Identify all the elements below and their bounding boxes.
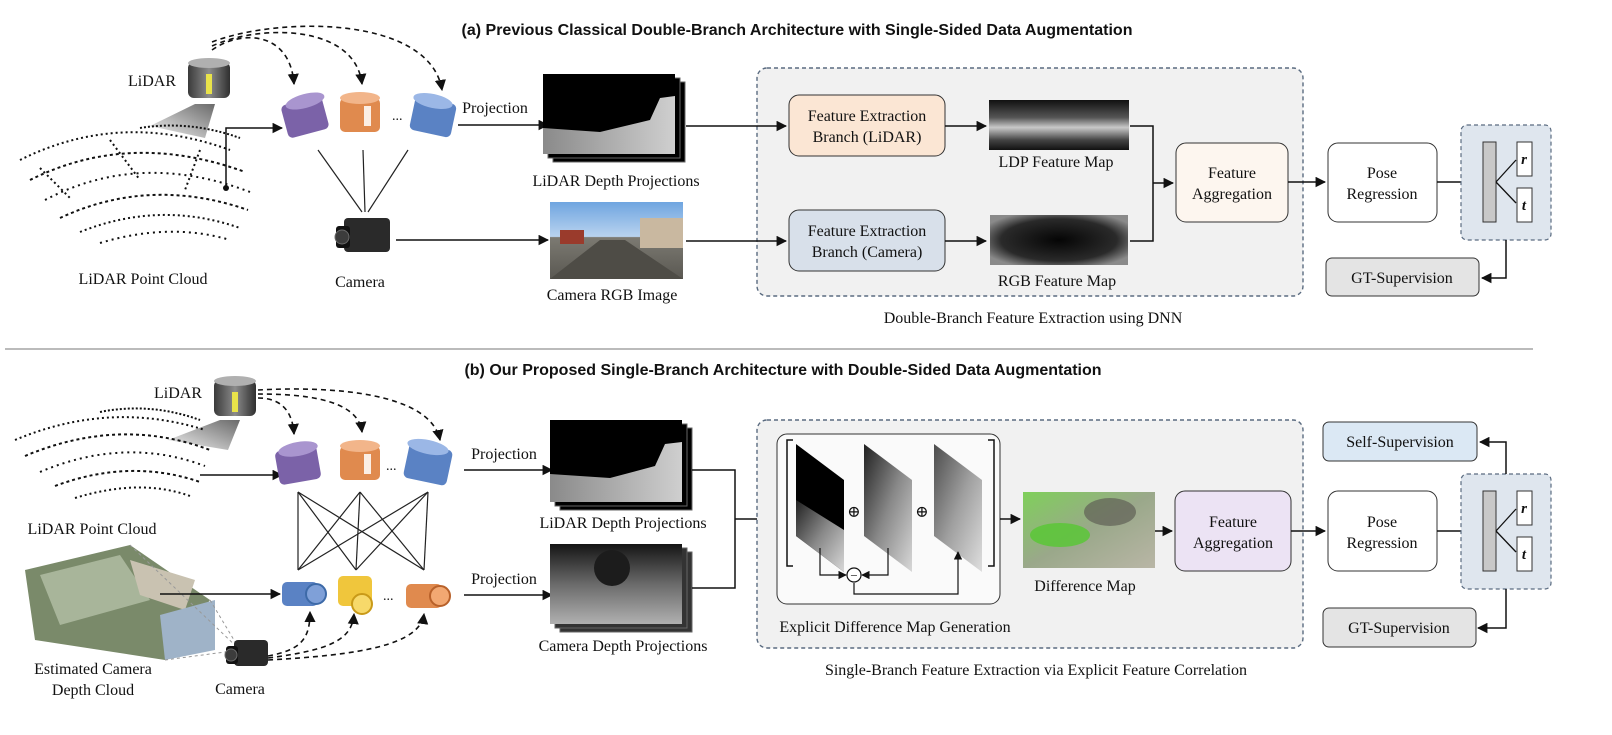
pose-output-block-b: r t [1460, 473, 1552, 590]
panel-a-title: (a) Previous Classical Double-Branch Arc… [462, 22, 1133, 39]
rgb-feature-map-image [990, 215, 1128, 265]
edm-caption: Explicit Difference Map Generation [779, 619, 1010, 636]
output-to-gt-arrow-b [1476, 589, 1507, 634]
pose-b-line1: Pose [1367, 514, 1397, 531]
explicit-difference-map-block: ⊕ ⊕ − [776, 433, 1001, 605]
lidar-ellipsis-b: ... [386, 459, 397, 474]
gt-supervision-box-a: GT-Supervision [1325, 257, 1480, 297]
virtual-camera-orange-icon [406, 584, 451, 608]
pose-b-line2: Regression [1346, 535, 1417, 552]
self-supervision-label: Self-Supervision [1346, 434, 1454, 451]
camera-icon [334, 218, 390, 252]
panel-b-title: (b) Our Proposed Single-Branch Architect… [464, 362, 1101, 379]
estimated-depth-cloud-graphic [25, 544, 241, 661]
aggregation-b-line1: Feature [1209, 514, 1257, 531]
camera-link-lines [317, 149, 409, 213]
aggregation-b-line2: Aggregation [1193, 535, 1273, 552]
pose-a-line2: Regression [1346, 186, 1417, 203]
fe-camera-line1: Feature Extraction [808, 223, 927, 240]
virtual-lidar-orange-icon-b [340, 440, 380, 480]
fe-camera-line2: Branch (Camera) [812, 244, 923, 261]
camera-ellipsis-b: ... [383, 589, 394, 604]
aggregation-a-line1: Feature [1208, 165, 1256, 182]
virtual-lidar-blue-icon [409, 92, 457, 138]
camera-icon-b [224, 640, 268, 666]
cameras-ellipsis-a: ... [392, 109, 403, 124]
fe-branch-lidar-box: Feature Extraction Branch (LiDAR) [788, 94, 946, 157]
lidar-point-cloud-graphic [19, 124, 251, 244]
est-cloud-line1: Estimated Camera [34, 661, 152, 678]
rgb-map-label: RGB Feature Map [998, 273, 1116, 290]
difference-map-image [1023, 492, 1155, 568]
lidar-proj-label-b: LiDAR Depth Projections [539, 515, 706, 532]
virtual-camera-blue-icon [282, 582, 327, 606]
virtual-lidar-blue-icon-b [403, 438, 453, 486]
ldp-feature-map-image [989, 100, 1129, 150]
gt-a-label: GT-Supervision [1351, 270, 1453, 287]
point-cloud-label: LiDAR Point Cloud [79, 271, 208, 288]
ldp-map-label: LDP Feature Map [999, 154, 1114, 171]
output-to-self-supervision-arrow [1478, 436, 1507, 474]
maps-to-aggregation-arrows [1130, 125, 1175, 242]
fe-branch-camera-box: Feature Extraction Branch (Camera) [788, 209, 946, 272]
virtual-lidar-purple-icon [281, 92, 329, 138]
lidar-depth-projections-image [543, 74, 686, 163]
point-cloud-label-b: LiDAR Point Cloud [28, 521, 157, 538]
pose-a-line1: Pose [1367, 165, 1397, 182]
dnn-caption: Double-Branch Feature Extraction using D… [884, 310, 1183, 327]
gt-supervision-box-b: GT-Supervision [1322, 607, 1477, 648]
output-to-gt-arrow-a [1480, 240, 1507, 284]
self-supervision-box: Self-Supervision [1322, 421, 1478, 462]
virtual-camera-yellow-icon [338, 576, 373, 615]
fe-lidar-line2: Branch (LiDAR) [813, 129, 922, 146]
lidar-label-b: LiDAR [154, 385, 202, 402]
fe-lidar-line1: Feature Extraction [808, 108, 927, 125]
pose-regression-box-b: Pose Regression [1327, 490, 1438, 572]
cross-connection-lines [297, 491, 429, 571]
camera-label: Camera [335, 274, 385, 291]
projection-label-b1: Projection [471, 446, 537, 463]
augmentation-dashed-arrows [211, 25, 446, 92]
lidar-augmentation-arrows-b [257, 388, 444, 442]
lidar-sensor-icon [150, 58, 230, 138]
difference-map-label: Difference Map [1034, 578, 1135, 595]
rgb-image-label: Camera RGB Image [547, 287, 678, 304]
camera-depth-projections-image [550, 544, 693, 633]
pose-regression-box-a: Pose Regression [1327, 142, 1438, 223]
depth-projections-label-a: LiDAR Depth Projections [532, 173, 699, 190]
pointcloud-to-cameras-arrow [225, 122, 284, 188]
r-symbol-b: r [1521, 501, 1527, 517]
feature-aggregation-box-b: Feature Aggregation [1174, 490, 1292, 572]
t-symbol-b: t [1522, 547, 1527, 563]
camera-label-b: Camera [215, 681, 265, 698]
gt-b-label: GT-Supervision [1348, 620, 1450, 637]
camera-rgb-image [550, 202, 683, 279]
est-cloud-line2: Depth Cloud [52, 682, 134, 699]
camera-proj-label: Camera Depth Projections [539, 638, 708, 655]
pose-output-block-a: r t [1460, 124, 1552, 241]
virtual-lidar-purple-icon-b [275, 441, 321, 485]
lidar-depth-projections-image-b [550, 420, 693, 511]
plus-symbol-2: ⊕ [915, 504, 928, 521]
t-symbol-a: t [1522, 198, 1527, 214]
minus-symbol: − [850, 568, 857, 583]
projection-label-b2: Projection [471, 571, 537, 588]
projection-label-a: Projection [462, 100, 528, 117]
lidar-label: LiDAR [128, 73, 176, 90]
aggregation-a-line2: Aggregation [1192, 186, 1272, 203]
virtual-lidar-orange-icon [340, 92, 380, 132]
plus-symbol-1: ⊕ [847, 504, 860, 521]
feature-aggregation-box-a: Feature Aggregation [1175, 142, 1289, 223]
lidar-point-cloud-graphic-b [14, 407, 211, 499]
r-symbol-a: r [1521, 152, 1527, 168]
single-branch-caption: Single-Branch Feature Extraction via Exp… [825, 662, 1247, 679]
camera-augmentation-arrows-b [267, 610, 429, 661]
